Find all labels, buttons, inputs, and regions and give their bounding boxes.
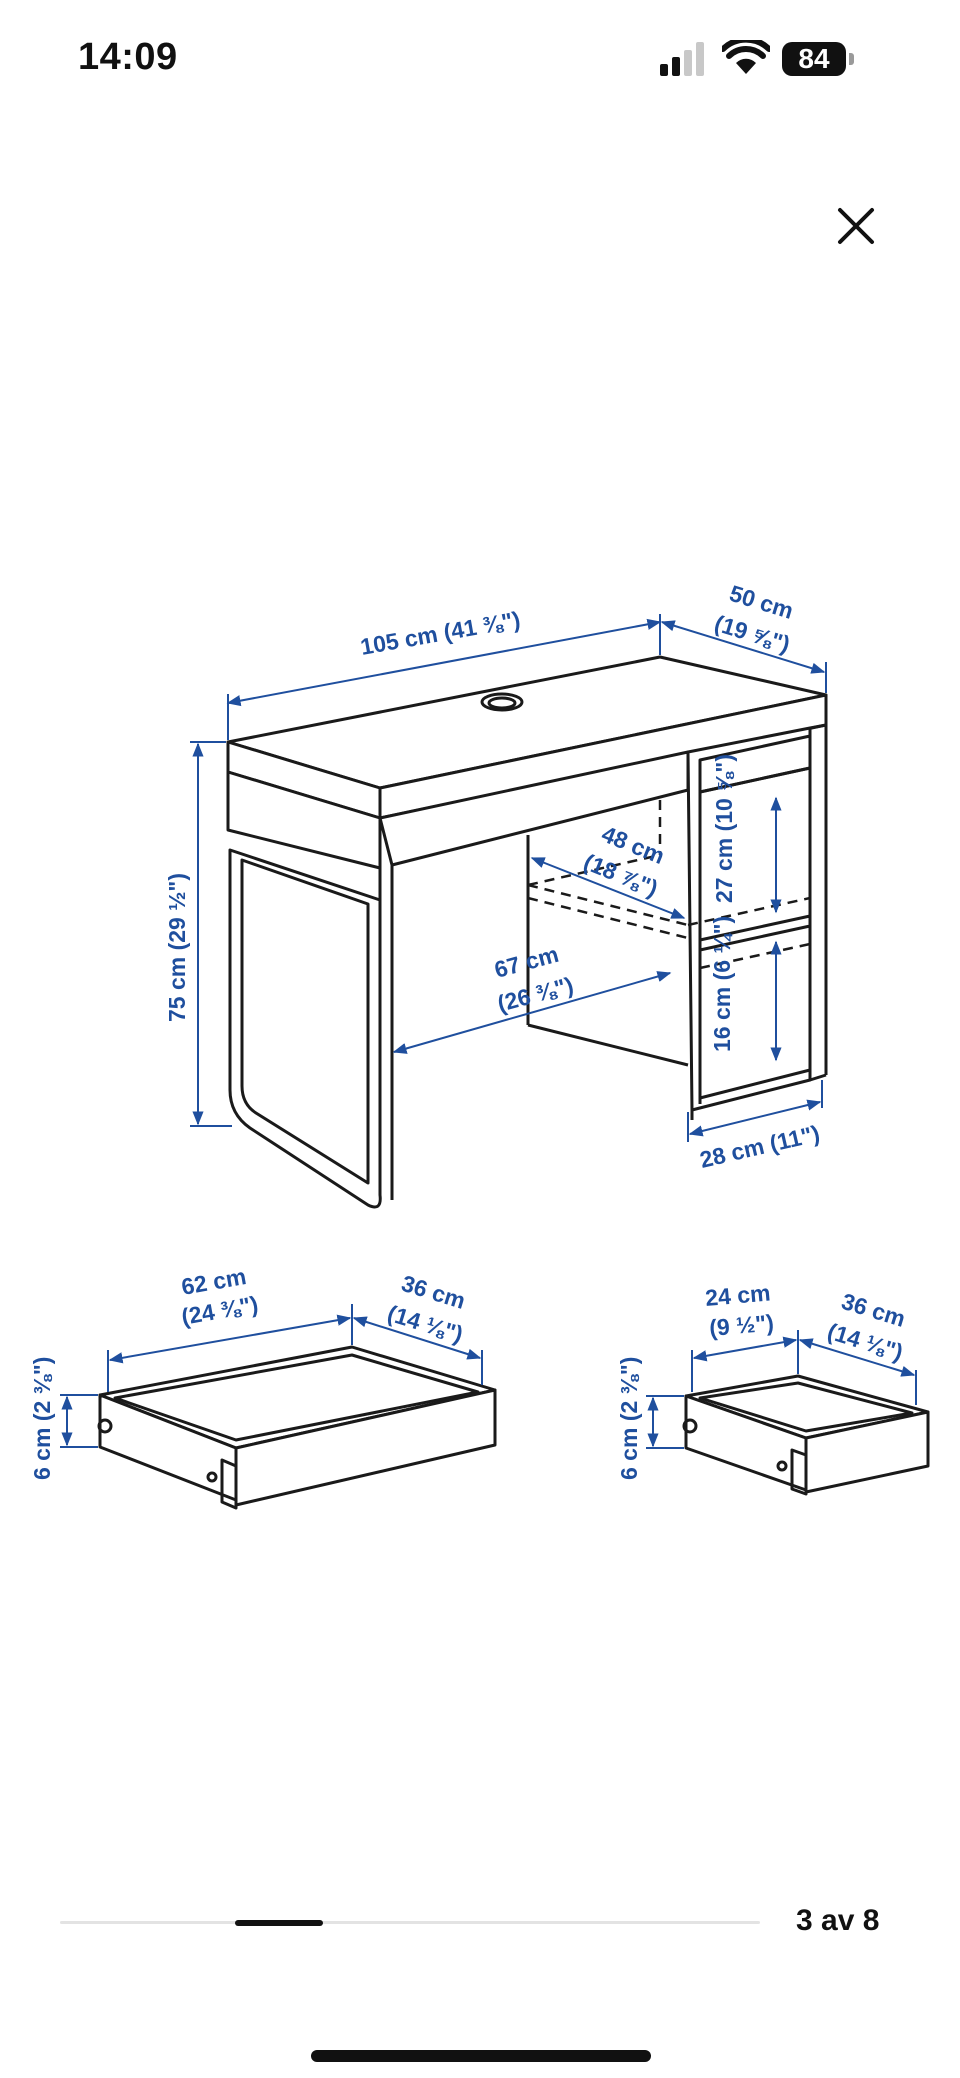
small-drawer-height-label: 6 cm (2 ⅜") bbox=[616, 1357, 642, 1480]
small-drawer-drawing bbox=[682, 1374, 930, 1496]
status-time: 14:09 bbox=[78, 36, 178, 78]
close-button[interactable] bbox=[826, 196, 886, 256]
gallery-progress[interactable] bbox=[60, 1920, 760, 1926]
battery-tip bbox=[849, 53, 854, 65]
dim-lower-opening-label: 16 cm (6 ¼") bbox=[709, 916, 735, 1052]
dim-upper-opening-label: 27 cm (10 ⅝") bbox=[711, 754, 737, 903]
desk-drawing bbox=[226, 655, 828, 1209]
gallery-counter: 3 av 8 bbox=[796, 1904, 880, 1937]
signal-icon bbox=[660, 42, 704, 76]
small-drawer-width-in-label: (9 ½") bbox=[708, 1309, 775, 1341]
battery-icon: 84 bbox=[782, 42, 860, 78]
dim-height-label: 75 cm (29 ½") bbox=[164, 873, 190, 1022]
gallery-progress-thumb[interactable] bbox=[235, 1920, 323, 1926]
small-drawer-width-cm-label: 24 cm bbox=[704, 1279, 771, 1311]
big-drawer-height-label: 6 cm (2 ⅜") bbox=[29, 1357, 55, 1480]
battery-level: 84 bbox=[782, 42, 846, 76]
big-drawer-dimensions bbox=[60, 1304, 483, 1448]
close-icon bbox=[838, 208, 874, 244]
status-icons: 84 bbox=[660, 40, 920, 80]
desk-dimensions bbox=[190, 614, 827, 1142]
small-drawer-dimensions bbox=[646, 1330, 917, 1449]
wifi-icon bbox=[722, 40, 770, 74]
gallery-progress-track bbox=[60, 1921, 760, 1924]
big-drawer-drawing bbox=[97, 1345, 497, 1510]
home-indicator[interactable] bbox=[311, 2050, 651, 2062]
